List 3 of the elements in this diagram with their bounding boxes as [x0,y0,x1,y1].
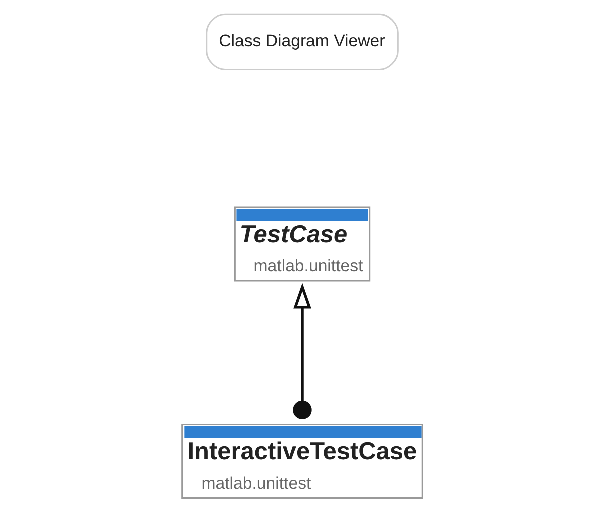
arrow [293,283,312,420]
node-box: TestCase matlab.unittest [234,206,371,282]
label: Class Diagram Viewer [219,31,386,50]
